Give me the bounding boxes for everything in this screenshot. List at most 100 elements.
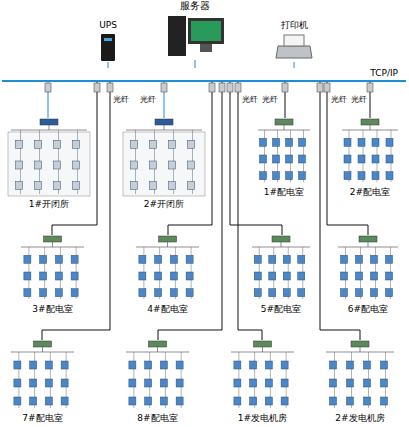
substation-group: 1#开闭所 <box>5 118 93 210</box>
network-bus: TCP/IP <box>2 68 406 82</box>
meter-icon <box>188 140 195 148</box>
meter-icon <box>186 272 193 280</box>
meter-icon <box>40 289 47 297</box>
meter-icon <box>347 379 354 387</box>
switch-icon <box>272 236 290 242</box>
meter-icon <box>139 255 146 263</box>
meter-icon <box>364 361 371 369</box>
meter-icon <box>139 272 146 280</box>
cabinet-group <box>338 236 398 299</box>
meter-icon <box>131 161 138 169</box>
meter-icon <box>170 272 177 280</box>
meter-icon <box>73 140 80 148</box>
network-link <box>195 60 196 68</box>
meter-icon <box>364 379 371 387</box>
meter-icon <box>330 397 337 405</box>
meter-icon <box>55 255 62 263</box>
meter-icon <box>129 361 136 369</box>
meter-icon <box>24 255 31 263</box>
device-node: 打印机 <box>266 20 322 62</box>
meter-icon <box>344 155 351 163</box>
meter-icon <box>356 289 363 297</box>
meter-icon <box>160 361 167 369</box>
meter-icon <box>273 172 280 180</box>
meter-icon <box>30 397 37 405</box>
cabinet-group <box>231 341 294 408</box>
node-illustration <box>225 340 300 424</box>
meter-icon <box>131 140 138 148</box>
meter-icon <box>155 289 162 297</box>
cabinet-group <box>21 236 84 299</box>
switch-icon <box>44 236 62 242</box>
meter-icon <box>386 155 393 163</box>
converter-icon <box>107 83 113 92</box>
meter-icon <box>298 289 305 297</box>
meter-icon <box>16 182 23 190</box>
meter-icon <box>160 379 167 387</box>
switch-icon <box>275 119 293 125</box>
meter-icon <box>341 272 348 280</box>
meter-icon <box>281 397 288 405</box>
node-label: 1#配电室 <box>264 187 304 198</box>
bus-wire <box>368 242 369 247</box>
switch-icon <box>361 119 379 125</box>
cabinet-group <box>326 341 394 408</box>
meter-icon <box>45 397 52 405</box>
node-illustration <box>246 235 316 315</box>
meter-icon <box>160 397 167 405</box>
meter-icon <box>186 255 193 263</box>
meter-icon <box>371 289 378 297</box>
meter-icon <box>188 182 195 190</box>
meter-icon <box>129 379 136 387</box>
bus-wire <box>252 247 310 248</box>
meter-icon <box>260 138 267 146</box>
node-illustration <box>5 340 80 424</box>
substation-group: 2#配电室 <box>336 118 404 198</box>
meter-icon <box>139 289 146 297</box>
node-label: 1#开闭所 <box>29 199 69 210</box>
meter-icon <box>381 361 388 369</box>
substation-group: 4#配电室 <box>130 235 205 315</box>
meter-icon <box>169 161 176 169</box>
meter-icon <box>358 155 365 163</box>
converter-icon <box>45 83 51 92</box>
meter-icon <box>283 255 290 263</box>
meter-icon <box>30 361 37 369</box>
meter-icon <box>356 255 363 263</box>
node-label: 6#配电室 <box>348 304 388 315</box>
fiber-label: 光纤 <box>140 95 156 105</box>
bus-wire <box>126 352 189 353</box>
node-label: 8#配电室 <box>137 413 177 424</box>
meter-icon <box>260 172 267 180</box>
node-illustration <box>15 235 90 315</box>
printer-body <box>276 46 312 58</box>
network-link <box>238 82 262 340</box>
bus-wire <box>49 125 50 130</box>
converter-icon <box>282 83 288 92</box>
meter-icon <box>265 379 272 387</box>
bus-wire <box>42 347 43 352</box>
bus-wire <box>11 130 87 131</box>
monitor-screen <box>191 21 221 41</box>
meter-icon <box>145 379 152 387</box>
meter-icon <box>330 379 337 387</box>
bus-wire <box>52 242 53 247</box>
meter-icon <box>71 289 78 297</box>
meter-icon <box>299 172 306 180</box>
node-illustration <box>336 118 404 198</box>
node-illustration <box>252 118 316 198</box>
bus-wire <box>126 130 202 131</box>
node-label: 3#配电室 <box>32 304 72 315</box>
meter-icon <box>281 379 288 387</box>
meter-icon <box>269 289 276 297</box>
meter-icon <box>61 379 68 387</box>
meter-icon <box>40 255 47 263</box>
meter-icon <box>54 140 61 148</box>
switch-icon <box>155 119 173 125</box>
meter-icon <box>40 272 47 280</box>
node-illustration <box>5 118 93 210</box>
meter-icon <box>45 361 52 369</box>
meter-icon <box>14 397 21 405</box>
meter-icon <box>186 289 193 297</box>
meter-icon <box>372 138 379 146</box>
